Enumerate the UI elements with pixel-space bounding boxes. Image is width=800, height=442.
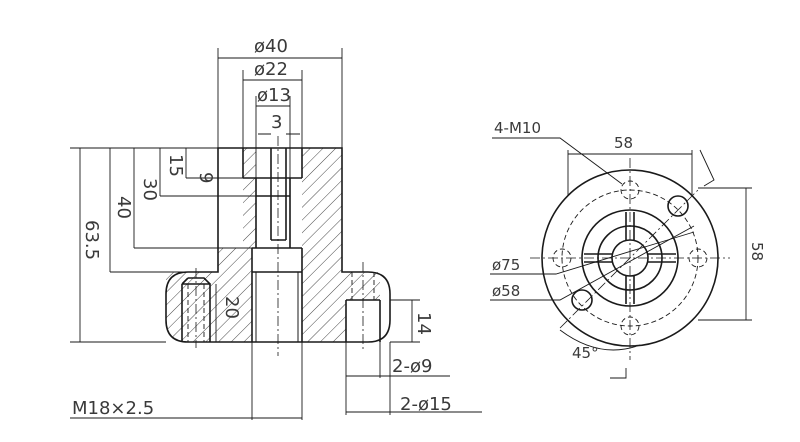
dim-d58: ø58: [492, 282, 520, 300]
dim-tapped-holes: 4-M10: [494, 119, 541, 137]
dim-h14: 14: [413, 312, 434, 335]
dim-h20: 20: [221, 296, 242, 319]
dim-d22: ø22: [254, 59, 288, 80]
dim-h15: 15: [165, 154, 186, 177]
dim-w58: 58: [614, 134, 633, 152]
dim-h9: 9: [195, 172, 216, 183]
dim-h30: 30: [139, 178, 160, 201]
dim-d13: ø13: [257, 85, 291, 106]
front-section-view: [165, 136, 391, 356]
dim-h63-5: 63.5: [81, 220, 102, 260]
through-hole: [667, 195, 689, 217]
top-dimensions: [490, 137, 752, 379]
front-dimensions: [70, 48, 482, 420]
top-view: [530, 158, 730, 360]
front-outline: [165, 147, 391, 343]
section-hatching: [166, 148, 380, 342]
left-hole: [181, 277, 211, 342]
through-hole: [571, 289, 593, 311]
dim-angle: 45°: [572, 344, 599, 362]
thread-bore: [251, 247, 303, 342]
dim-d75: ø75: [492, 256, 520, 274]
dim-holes-15: 2-ø15: [400, 394, 452, 415]
dim-w3: 3: [271, 112, 282, 133]
dim-d40: ø40: [254, 36, 288, 57]
dim-h40: 40: [113, 196, 134, 219]
dim-h58: 58: [748, 242, 766, 261]
dim-thread: M18×2.5: [72, 398, 154, 419]
dim-holes-9: 2-ø9: [392, 356, 432, 377]
